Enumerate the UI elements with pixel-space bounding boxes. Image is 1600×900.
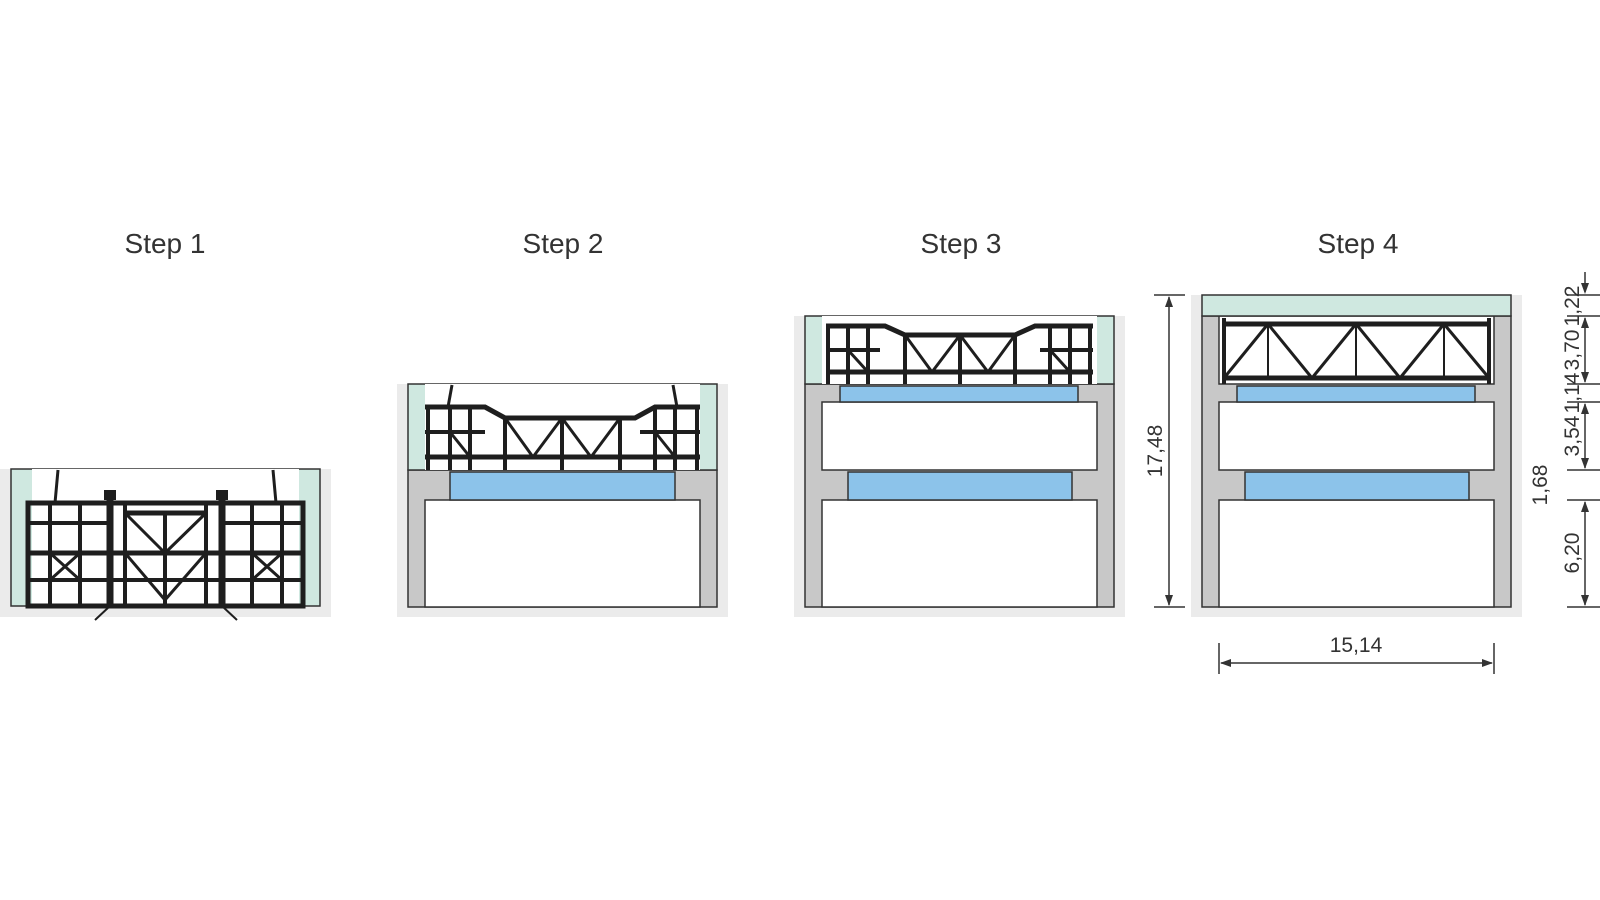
step-3-section <box>794 315 1125 617</box>
segment-label: 3,70 <box>1561 330 1584 371</box>
step-4-roof-slab <box>1201 294 1512 317</box>
step-2-section <box>397 383 728 617</box>
step-3-title: Step 3 <box>921 228 1002 259</box>
step-3-slab-1 <box>847 471 1073 501</box>
step-4-opening-level-1 <box>1218 499 1495 608</box>
step-2-title: Step 2 <box>523 228 604 259</box>
segment-label: 1,14 <box>1561 372 1584 413</box>
total-height-label: 17,48 <box>1144 425 1167 478</box>
segment-label: 1,68 <box>1529 465 1552 506</box>
width-dimension <box>1218 643 1495 674</box>
step-2-formwork-carriage <box>425 384 700 470</box>
step-1-title: Step 1 <box>125 228 206 259</box>
step-1-formwork-carriage <box>25 469 306 621</box>
segment-label: 6,20 <box>1561 533 1584 574</box>
step-1-section <box>0 468 331 621</box>
step-4-slab-1 <box>1244 471 1470 501</box>
step-4-opening-level-2 <box>1218 401 1495 471</box>
step-4-title: Step 4 <box>1318 228 1399 259</box>
step-3-slab-2 <box>839 385 1079 403</box>
step-3-opening-level-2 <box>821 401 1098 471</box>
step-3-opening-level-1 <box>821 499 1098 608</box>
segment-label: 3,54 <box>1561 415 1584 456</box>
step-4-formwork-carriage <box>1222 318 1491 384</box>
step-2-slab-1 <box>449 471 676 501</box>
height-dimension <box>1154 294 1185 608</box>
step-2-opening-level-1 <box>424 499 701 608</box>
step-4-section <box>1191 294 1522 617</box>
step-4-slab-2 <box>1236 385 1476 403</box>
segment-label: 1,22 <box>1561 286 1584 327</box>
width-label: 15,14 <box>1330 634 1383 657</box>
step-3-formwork-carriage <box>826 323 1093 384</box>
segment-dimension-chain <box>1567 272 1600 608</box>
